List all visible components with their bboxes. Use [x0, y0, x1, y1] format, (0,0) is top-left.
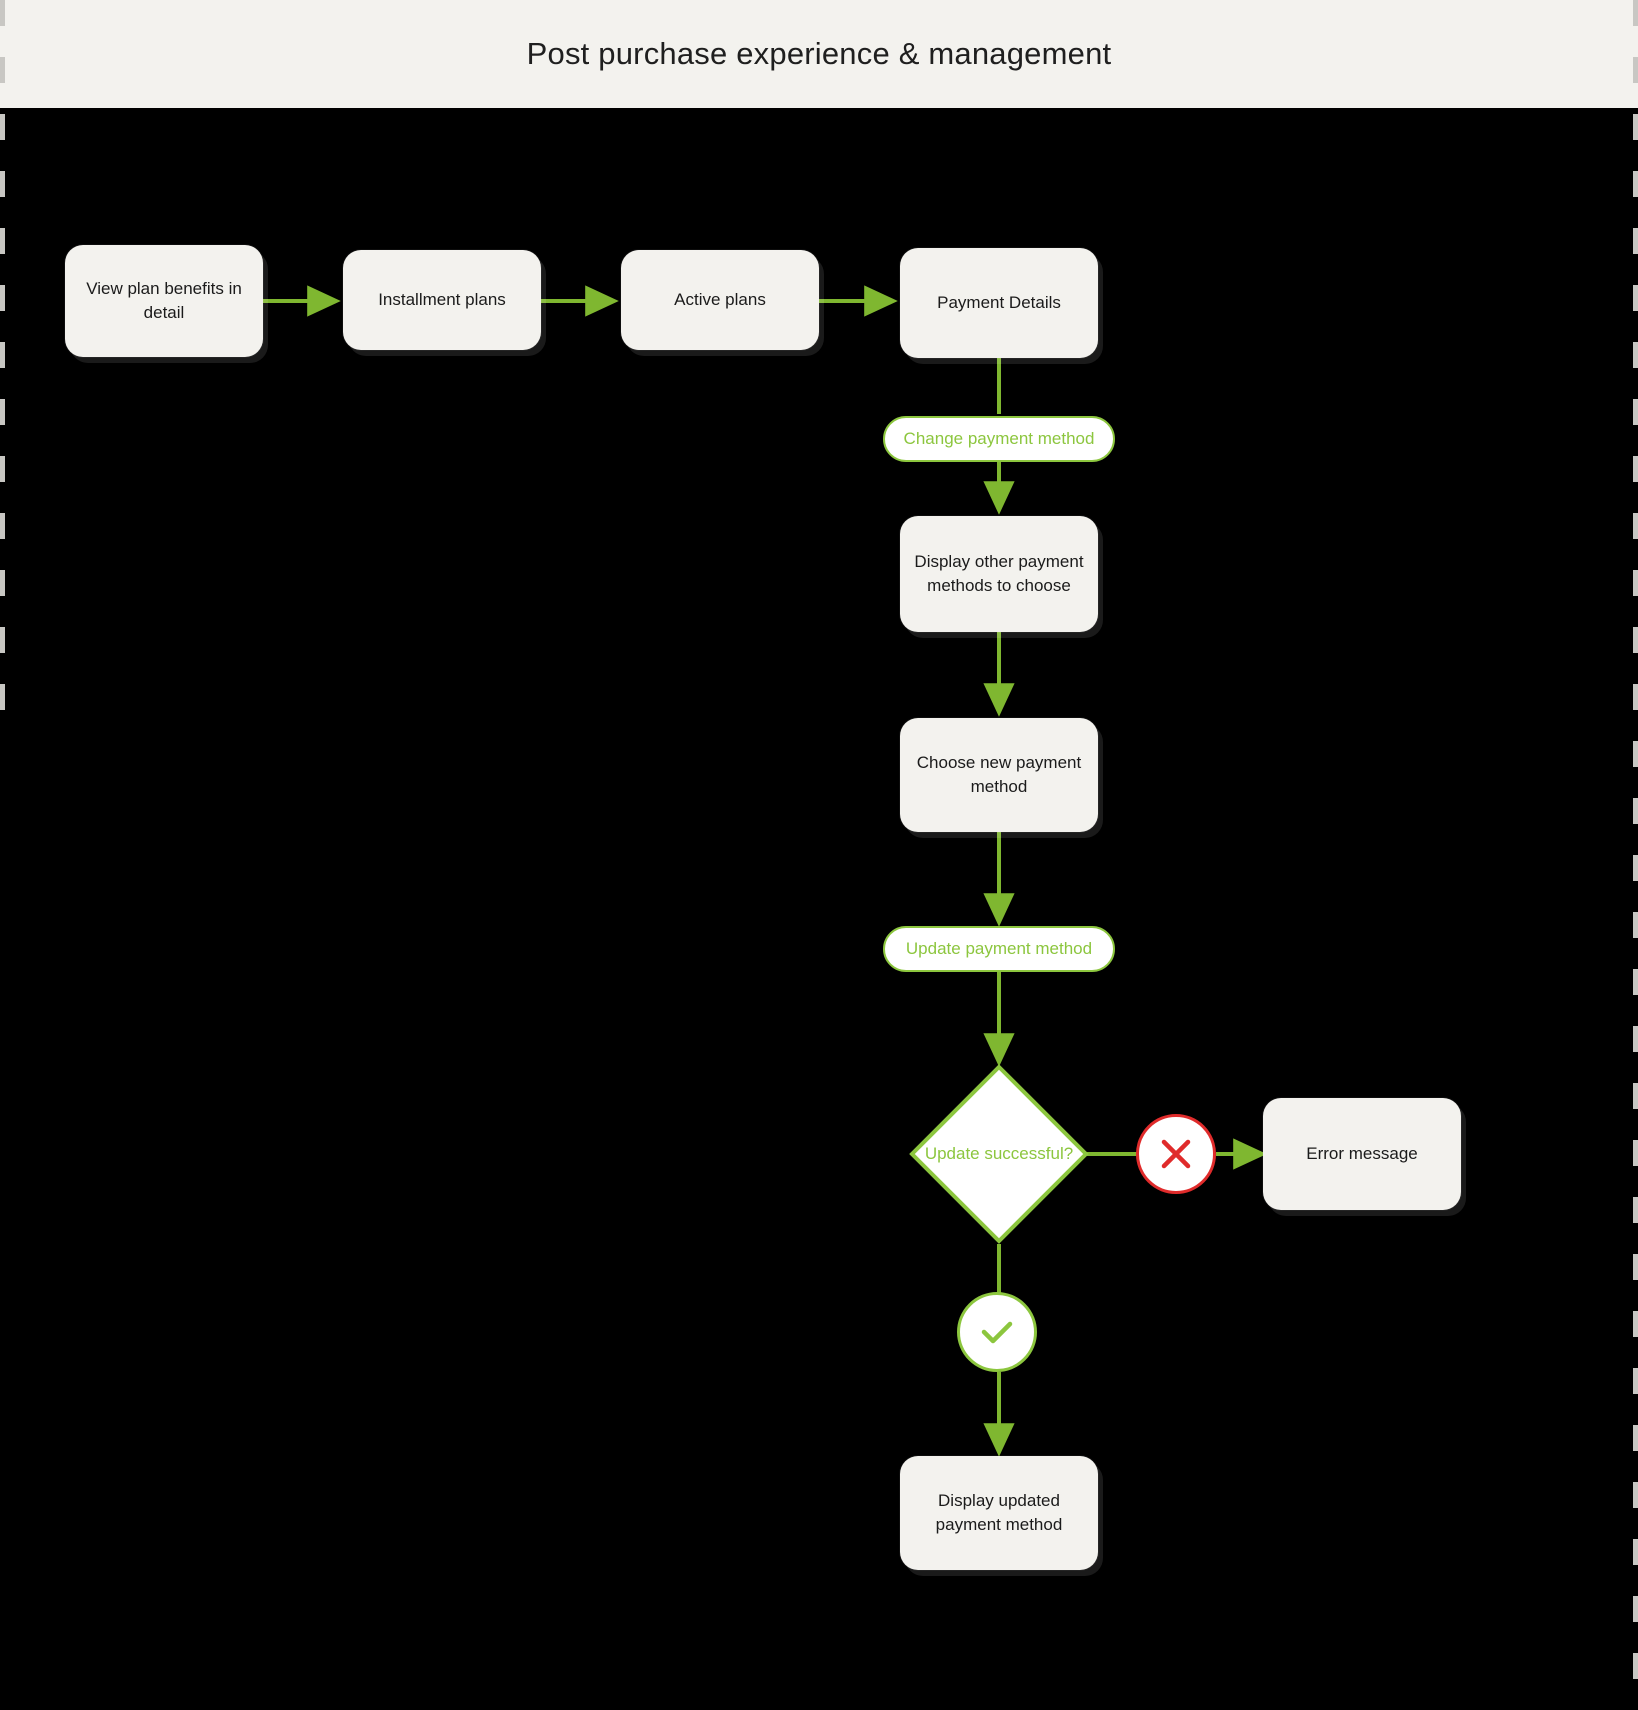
node-change-payment-method[interactable]: Change payment method [883, 416, 1115, 462]
node-label: Payment Details [937, 292, 1061, 312]
node-display-other-methods[interactable]: Display other payment methods to choose [900, 516, 1098, 632]
error-x-icon [1136, 1114, 1216, 1194]
node-installment-plans[interactable]: Installment plans [343, 250, 541, 350]
frame-guide-right [1633, 0, 1638, 1710]
node-payment-details[interactable]: Payment Details [900, 248, 1098, 358]
node-display-updated-payment-method[interactable]: Display updated payment method [900, 1456, 1098, 1570]
node-label: Error message [1306, 1143, 1418, 1163]
node-active-plans[interactable]: Active plans [621, 250, 819, 350]
node-label: Display updated payment method [935, 1490, 1063, 1534]
node-label: View plan benefits in detail [86, 278, 242, 322]
node-label: Update payment method [905, 938, 1093, 958]
node-label: Update successful? [924, 1144, 1074, 1163]
node-label: Choose new payment method [916, 752, 1082, 796]
node-update-payment-method[interactable]: Update payment method [883, 926, 1115, 972]
node-label: Display other payment methods to choose [914, 551, 1084, 595]
node-view-plan-benefits[interactable]: View plan benefits in detail [65, 245, 263, 357]
check-glyph [981, 1321, 1013, 1344]
node-label: Active plans [674, 289, 766, 309]
node-label: Change payment method [903, 428, 1095, 448]
frame-guide-left [0, 0, 5, 720]
diamond-shape [909, 1064, 1089, 1244]
page-title: Post purchase experience & management [526, 36, 1112, 71]
node-error-message[interactable]: Error message [1263, 1098, 1461, 1210]
node-update-successful[interactable]: Update successful? [909, 1064, 1089, 1244]
node-choose-new-method[interactable]: Choose new payment method [900, 718, 1098, 832]
node-label: Installment plans [378, 289, 506, 309]
success-check-icon [957, 1292, 1037, 1372]
page-header: Post purchase experience & management [0, 0, 1638, 108]
x-glyph [1161, 1139, 1191, 1169]
